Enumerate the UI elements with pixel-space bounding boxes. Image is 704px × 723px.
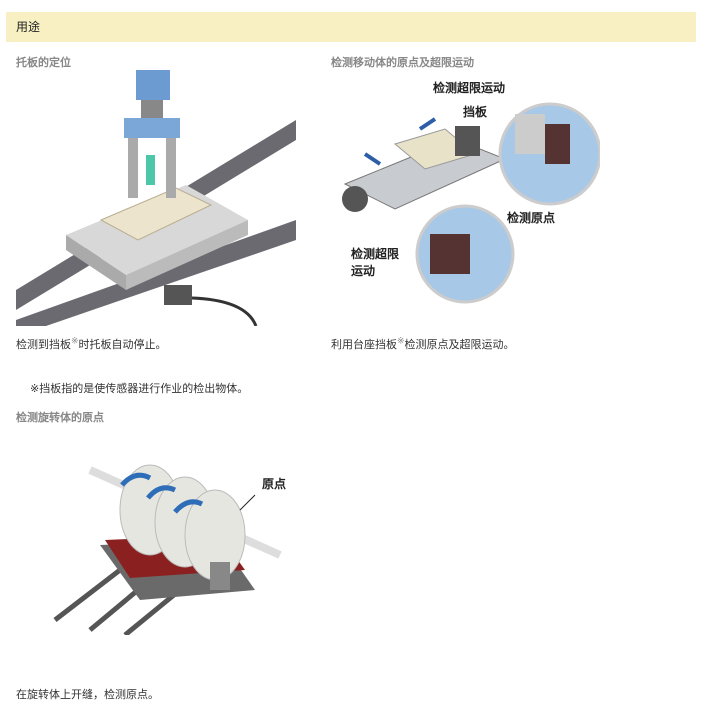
caption-rotating: 在旋转体上开缝，检测原点。	[16, 688, 159, 701]
label-rotating-origin: 原点	[262, 476, 286, 491]
block-title-moving: 检测移动体的原点及超限运动	[331, 56, 474, 69]
pallet-positioning-illustration	[16, 70, 296, 326]
block-title-pallet: 托板的定位	[16, 56, 71, 69]
label-overtravel-bottom-2: 运动	[351, 264, 375, 278]
caption-pallet: 检测到挡板※时托板自动停止。	[16, 336, 167, 351]
label-overtravel-bottom-1: 检测超限	[351, 246, 399, 261]
shield-note: ※挡板指的是使传感器进行作业的检出物体。	[30, 382, 249, 395]
label-shield: 挡板	[463, 104, 488, 119]
block-title-rotating: 检测旋转体的原点	[16, 411, 104, 424]
section-header: 用途	[6, 12, 696, 42]
rotating-body-illustration: 原点	[53, 464, 286, 635]
caption-moving: 利用台座挡板※检测原点及超限运动。	[331, 336, 515, 351]
moving-body-illustration: 检测超限运动 挡板 检测原点 检测超限 运动	[342, 80, 600, 304]
label-origin: 检测原点	[507, 210, 555, 225]
label-overtravel-top: 检测超限运动	[433, 80, 505, 95]
